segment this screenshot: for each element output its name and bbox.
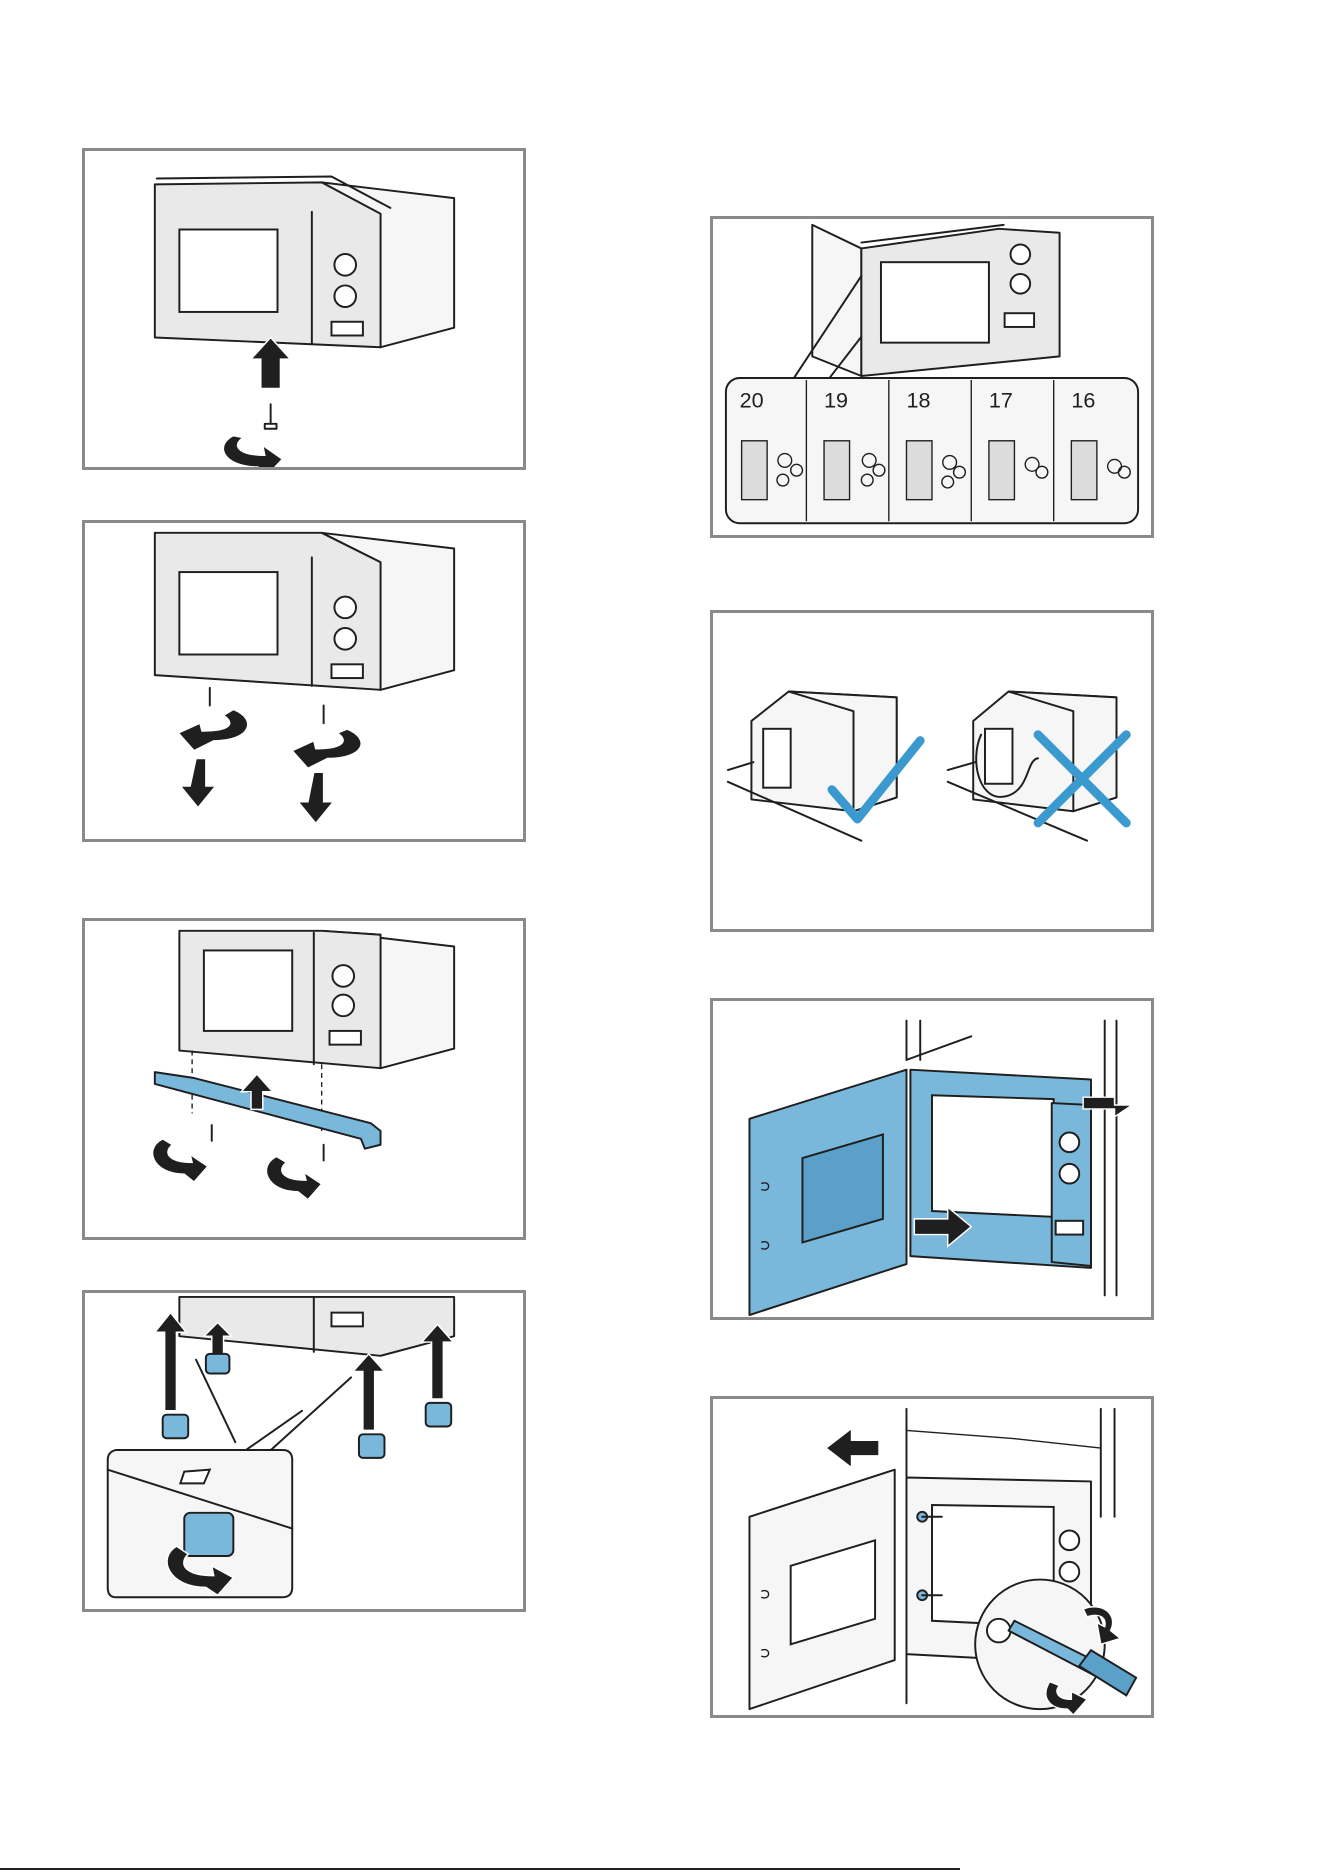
rotate-icon <box>223 436 282 467</box>
footer-rule <box>0 1868 960 1870</box>
microwave-illustration <box>85 921 523 1237</box>
rotate-icon <box>178 709 247 750</box>
figure-panel-2 <box>82 520 526 842</box>
figure-panel-fasten <box>710 1396 1154 1718</box>
mounting-rail <box>155 1072 381 1149</box>
microwave-illustration <box>85 523 523 839</box>
figure-panel-1 <box>82 148 526 470</box>
depth-label-18: 18 <box>906 387 930 412</box>
screw-icon <box>265 404 277 429</box>
foot-icon <box>184 1513 233 1556</box>
arrow-icon <box>180 759 215 808</box>
rotate-icon <box>266 1157 321 1200</box>
foot-icon <box>163 1415 189 1439</box>
fasten-illustration <box>713 1399 1151 1715</box>
foot-icon <box>426 1403 452 1427</box>
depth-label-19: 19 <box>824 387 848 412</box>
figure-panel-insert <box>710 998 1154 1320</box>
microwave-illustration <box>85 1293 523 1609</box>
arrow-icon <box>353 1354 384 1431</box>
depth-label-17: 17 <box>989 387 1013 412</box>
microwave-illustration <box>85 151 523 467</box>
arrow-icon <box>826 1428 879 1467</box>
arrow-icon <box>155 1313 186 1411</box>
insert-illustration <box>713 1001 1151 1317</box>
rotate-icon <box>153 1139 208 1182</box>
depth-label-20: 20 <box>740 387 764 412</box>
figure-panel-depth: 20 19 18 17 16 <box>710 216 1154 538</box>
depth-label-16: 16 <box>1071 387 1095 412</box>
arrow-icon <box>251 337 290 388</box>
arrow-icon <box>298 772 333 823</box>
depth-illustration: 20 19 18 17 16 <box>713 219 1151 535</box>
figure-panel-4 <box>82 1290 526 1612</box>
foot-icon <box>359 1434 385 1458</box>
foot-icon <box>206 1354 230 1374</box>
cable-illustration <box>713 613 1151 929</box>
rotate-icon <box>292 729 361 768</box>
figure-panel-3 <box>82 918 526 1240</box>
figure-panel-cable <box>710 610 1154 932</box>
